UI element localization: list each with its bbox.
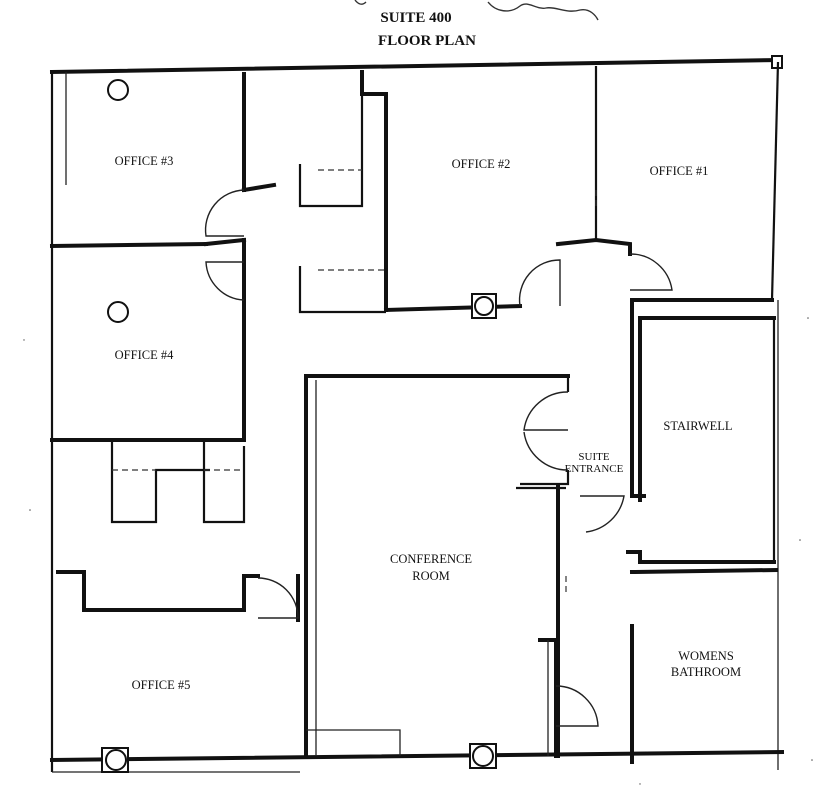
label-conference-2: ROOM bbox=[412, 569, 450, 583]
doors bbox=[204, 189, 673, 727]
plan-title: SUITE 400 FLOOR PLAN bbox=[378, 10, 476, 49]
label-suite-entrance-1: SUITE bbox=[578, 451, 609, 463]
label-office-1: OFFICE #1 bbox=[650, 164, 709, 178]
label-office-2: OFFICE #2 bbox=[452, 157, 511, 171]
title-line-1: SUITE 400 bbox=[380, 10, 451, 26]
handwritten-scribble bbox=[354, 0, 599, 21]
scan-speckle bbox=[23, 317, 813, 785]
label-stairwell: STAIRWELL bbox=[663, 419, 732, 433]
title-line-2: FLOOR PLAN bbox=[378, 33, 476, 49]
label-office-5: OFFICE #5 bbox=[132, 678, 191, 692]
label-womens-1: WOMENS bbox=[678, 649, 734, 663]
label-womens-2: BATHROOM bbox=[671, 665, 741, 679]
column-office4 bbox=[107, 301, 129, 323]
columns bbox=[101, 79, 497, 773]
interior-walls bbox=[49, 66, 779, 764]
room-labels: OFFICE #3 OFFICE #2 OFFICE #1 OFFICE #4 … bbox=[115, 154, 741, 692]
column-office3 bbox=[107, 79, 129, 101]
column-conference bbox=[472, 745, 494, 767]
label-conference-1: CONFERENCE bbox=[390, 552, 472, 566]
label-suite-entrance-2: ENTRANCE bbox=[565, 463, 624, 475]
outer-walls bbox=[49, 55, 785, 773]
column-office2 bbox=[474, 296, 494, 316]
column-office5 bbox=[105, 749, 127, 771]
label-office-3: OFFICE #3 bbox=[115, 154, 174, 168]
label-office-4: OFFICE #4 bbox=[115, 348, 174, 362]
